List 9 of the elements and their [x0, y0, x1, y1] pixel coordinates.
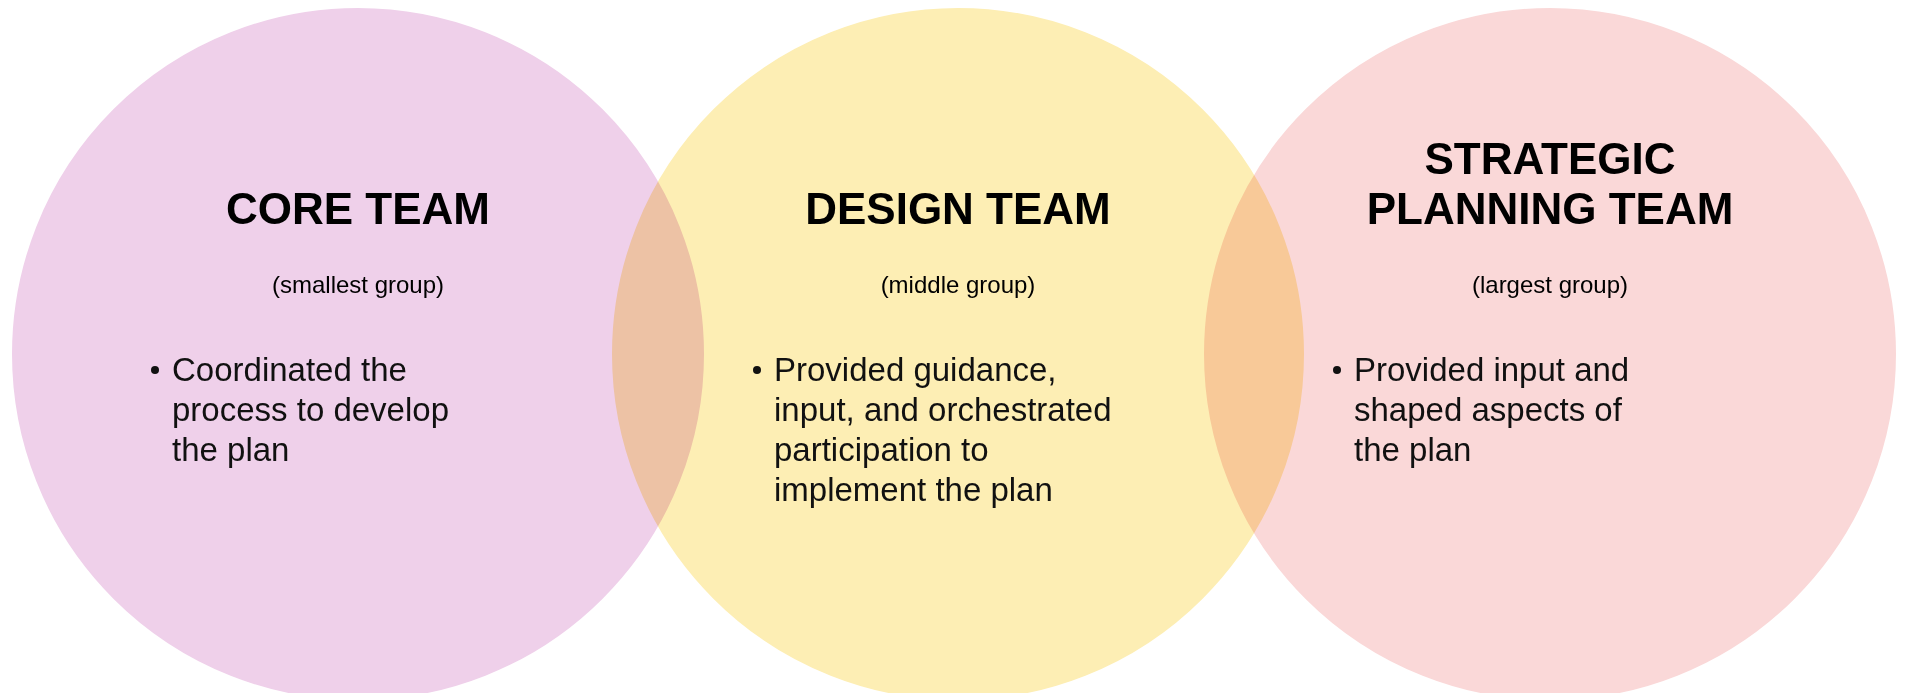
team-heading: STRATEGIC PLANNING TEAM — [1365, 134, 1735, 234]
group-size-note: (smallest group) — [270, 270, 446, 300]
bullet-text: Provided input and shaped aspects of the plan — [1354, 350, 1631, 470]
team-heading: CORE TEAM — [225, 184, 491, 234]
group-size-note: (middle group) — [879, 270, 1037, 300]
bullet-text: Provided guidance, input, and orchestrated participation to implement the plan — [774, 350, 1113, 510]
team-heading: DESIGN TEAM — [804, 184, 1112, 234]
group-size-note: (largest group) — [1470, 270, 1630, 300]
bullet-text: Coordinated the process to develop the plan — [172, 350, 450, 470]
